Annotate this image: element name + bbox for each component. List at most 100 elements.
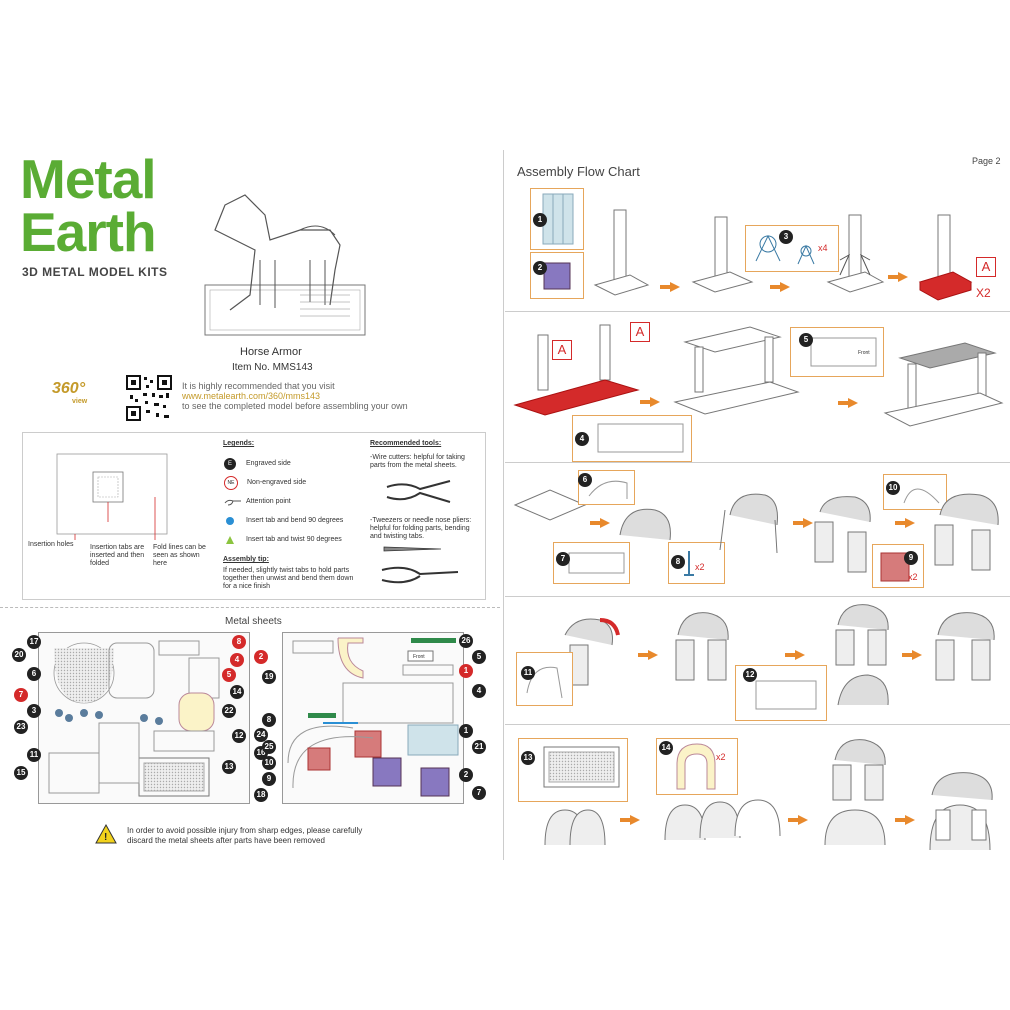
sheet-part-14: 14 <box>230 685 244 699</box>
sheet-part-2: 2 <box>254 650 268 664</box>
recommendation-url-link[interactable]: www.metalearth.com/360/mms143 <box>182 391 321 401</box>
warning-line1: In order to avoid possible injury from s… <box>127 826 363 835</box>
sheet-part-26: 26 <box>459 634 473 648</box>
legend-item-bend: Insert tab and bend 90 degrees <box>224 511 343 530</box>
table-complete <box>883 342 1004 427</box>
product-title: Horse Armor <box>240 346 302 358</box>
view-360-sub: view <box>72 398 88 405</box>
brand-logo-earth: Earth <box>20 201 157 263</box>
sheet-part-9: 9 <box>262 772 276 786</box>
sheet-part-7b: 7 <box>472 786 486 800</box>
page-number: Page 2 <box>972 156 1001 166</box>
legend-label: Attention point <box>246 497 291 505</box>
sheet-part-10: 10 <box>262 756 276 770</box>
row-divider-3 <box>505 596 1010 597</box>
sheet-part-5b: 5 <box>472 650 486 664</box>
shell-red-collar <box>564 618 620 686</box>
view-360-label: 360° <box>52 380 86 397</box>
subassembly-a-label-right: A <box>630 322 650 342</box>
metal-sheet-right-parts: Front <box>287 637 459 797</box>
recommendation-text: It is highly recommended that you visit … <box>182 381 482 411</box>
sheet-part-8: 8 <box>232 635 246 649</box>
subassembly-a-label: A <box>976 257 996 277</box>
step-8-multiplier: x2 <box>695 562 705 572</box>
legend-label: Non-engraved side <box>247 478 307 486</box>
sheet-part-13: 13 <box>222 760 236 774</box>
insertion-holes-label: Insertion holes <box>28 541 74 548</box>
sheet-part-23: 23 <box>14 720 28 734</box>
armor-assembled-row3 <box>934 493 999 571</box>
metal-sheet-left <box>38 632 250 804</box>
sheet-part-12: 12 <box>232 729 246 743</box>
sheet-part-1b: 1 <box>459 724 473 738</box>
sheet-part-3: 3 <box>27 704 41 718</box>
step-7-badge: 7 <box>556 552 570 566</box>
flow-arrow <box>888 272 908 282</box>
blue-dot-icon <box>226 516 234 525</box>
step-1-badge: 1 <box>533 213 547 227</box>
curved-shell <box>619 508 671 541</box>
svg-text:!: ! <box>104 832 107 843</box>
assembly-tip-title: Assembly tip: <box>223 556 269 563</box>
flow-arrow <box>793 518 813 528</box>
flow-arrow <box>838 398 858 408</box>
fold-lines-label: Fold lines can be seen as shown here <box>153 544 206 567</box>
flow-arrow <box>590 518 610 528</box>
arches-pair <box>544 809 606 846</box>
page-divider <box>503 150 504 860</box>
step-14-multiplier: x2 <box>716 752 726 762</box>
tool-wire-cutters: -Wire cutters: helpful for taking parts … <box>370 454 465 469</box>
warning-icon: ! <box>95 824 117 844</box>
qr-code-icon[interactable] <box>126 375 172 421</box>
pliers-icon <box>381 566 459 584</box>
step-11-badge: 11 <box>521 666 535 680</box>
legend-list: E Engraved side NE Non-engraved side Att… <box>224 454 343 549</box>
legend-label: Engraved side <box>246 459 291 467</box>
sheet-part-1: 1 <box>459 664 473 678</box>
arches-with-spacers <box>664 799 781 841</box>
step-4-frame <box>572 415 692 462</box>
sheet-part-15: 15 <box>14 766 28 780</box>
legend-item-non-engraved: NE Non-engraved side <box>224 473 343 492</box>
step-14-badge: 14 <box>659 741 673 755</box>
tweezers-icon <box>383 546 442 552</box>
brand-logo-metal: Metal <box>20 148 157 210</box>
sheet-part-20: 20 <box>12 648 26 662</box>
table-with-top <box>673 326 800 415</box>
flow-arrow <box>638 650 658 660</box>
sheet-part-8b: 8 <box>262 713 276 727</box>
metal-sheet-left-parts <box>48 640 220 797</box>
row-divider-4 <box>505 724 1010 725</box>
recommendation-line1: It is highly recommended that you visit <box>182 381 335 391</box>
wire-cutters-icon <box>386 480 451 503</box>
metal-sheet-right: Front <box>282 632 464 804</box>
row1-multiplier: X2 <box>976 286 991 300</box>
step-13-badge: 13 <box>521 751 535 765</box>
sheet-part-21: 21 <box>472 740 486 754</box>
warning-text: In order to avoid possible injury from s… <box>127 826 362 846</box>
sheet-part-22: 22 <box>222 704 236 718</box>
metal-sheets-title: Metal sheets <box>225 616 282 627</box>
armor-row4-result <box>935 612 995 681</box>
horse-armor-model-image <box>204 194 366 336</box>
item-number: Item No. MMS143 <box>232 362 313 373</box>
step-5-badge: 5 <box>799 333 813 347</box>
engraved-side-icon: E <box>224 457 236 470</box>
sheet-part-11: 11 <box>27 748 41 762</box>
step-9-multiplier: x2 <box>908 572 918 582</box>
sheet-part-4b: 4 <box>472 684 486 698</box>
flow-arrow <box>660 282 680 292</box>
subassembly-a-label-left: A <box>552 340 572 360</box>
legend-item-attention: Attention point <box>224 492 343 511</box>
post-base-assembly <box>691 216 754 293</box>
sheet-part-17: 17 <box>27 635 41 649</box>
step-6-parts <box>513 489 587 521</box>
sheet-part-24: 24 <box>254 728 268 742</box>
flow-arrow <box>788 815 808 825</box>
view-360-logo: 360° view <box>52 380 108 410</box>
row-divider-2 <box>505 462 1010 463</box>
green-triangle-icon <box>226 535 234 544</box>
flow-arrow <box>895 518 915 528</box>
non-engraved-side-icon: NE <box>224 475 238 490</box>
legends-title: Legends: <box>223 440 255 447</box>
